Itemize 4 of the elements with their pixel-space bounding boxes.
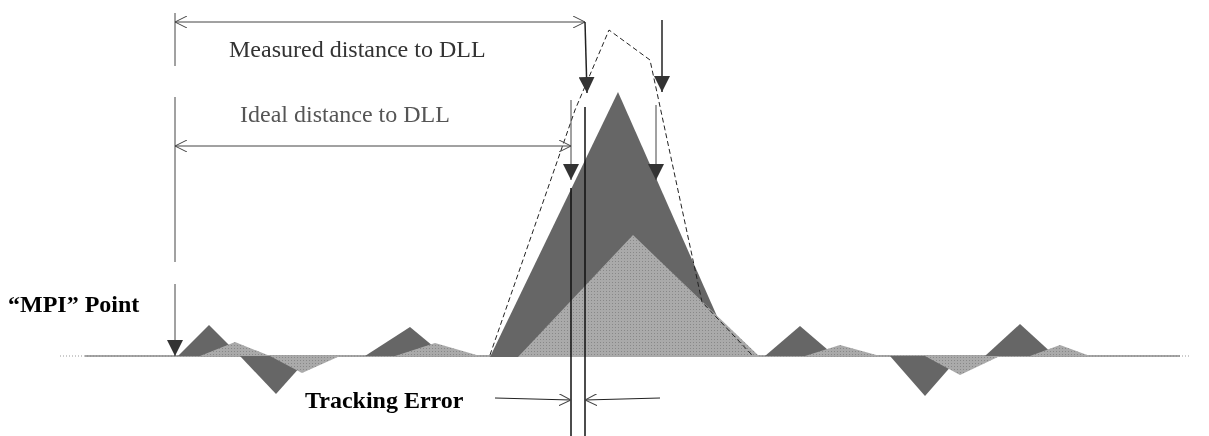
dimension-label: Ideal distance to DLL bbox=[240, 102, 450, 126]
error-label: Tracking Error bbox=[305, 388, 464, 412]
dimension-label: Measured distance to DLL bbox=[229, 37, 486, 61]
point-label: “MPI” Point bbox=[8, 292, 140, 316]
